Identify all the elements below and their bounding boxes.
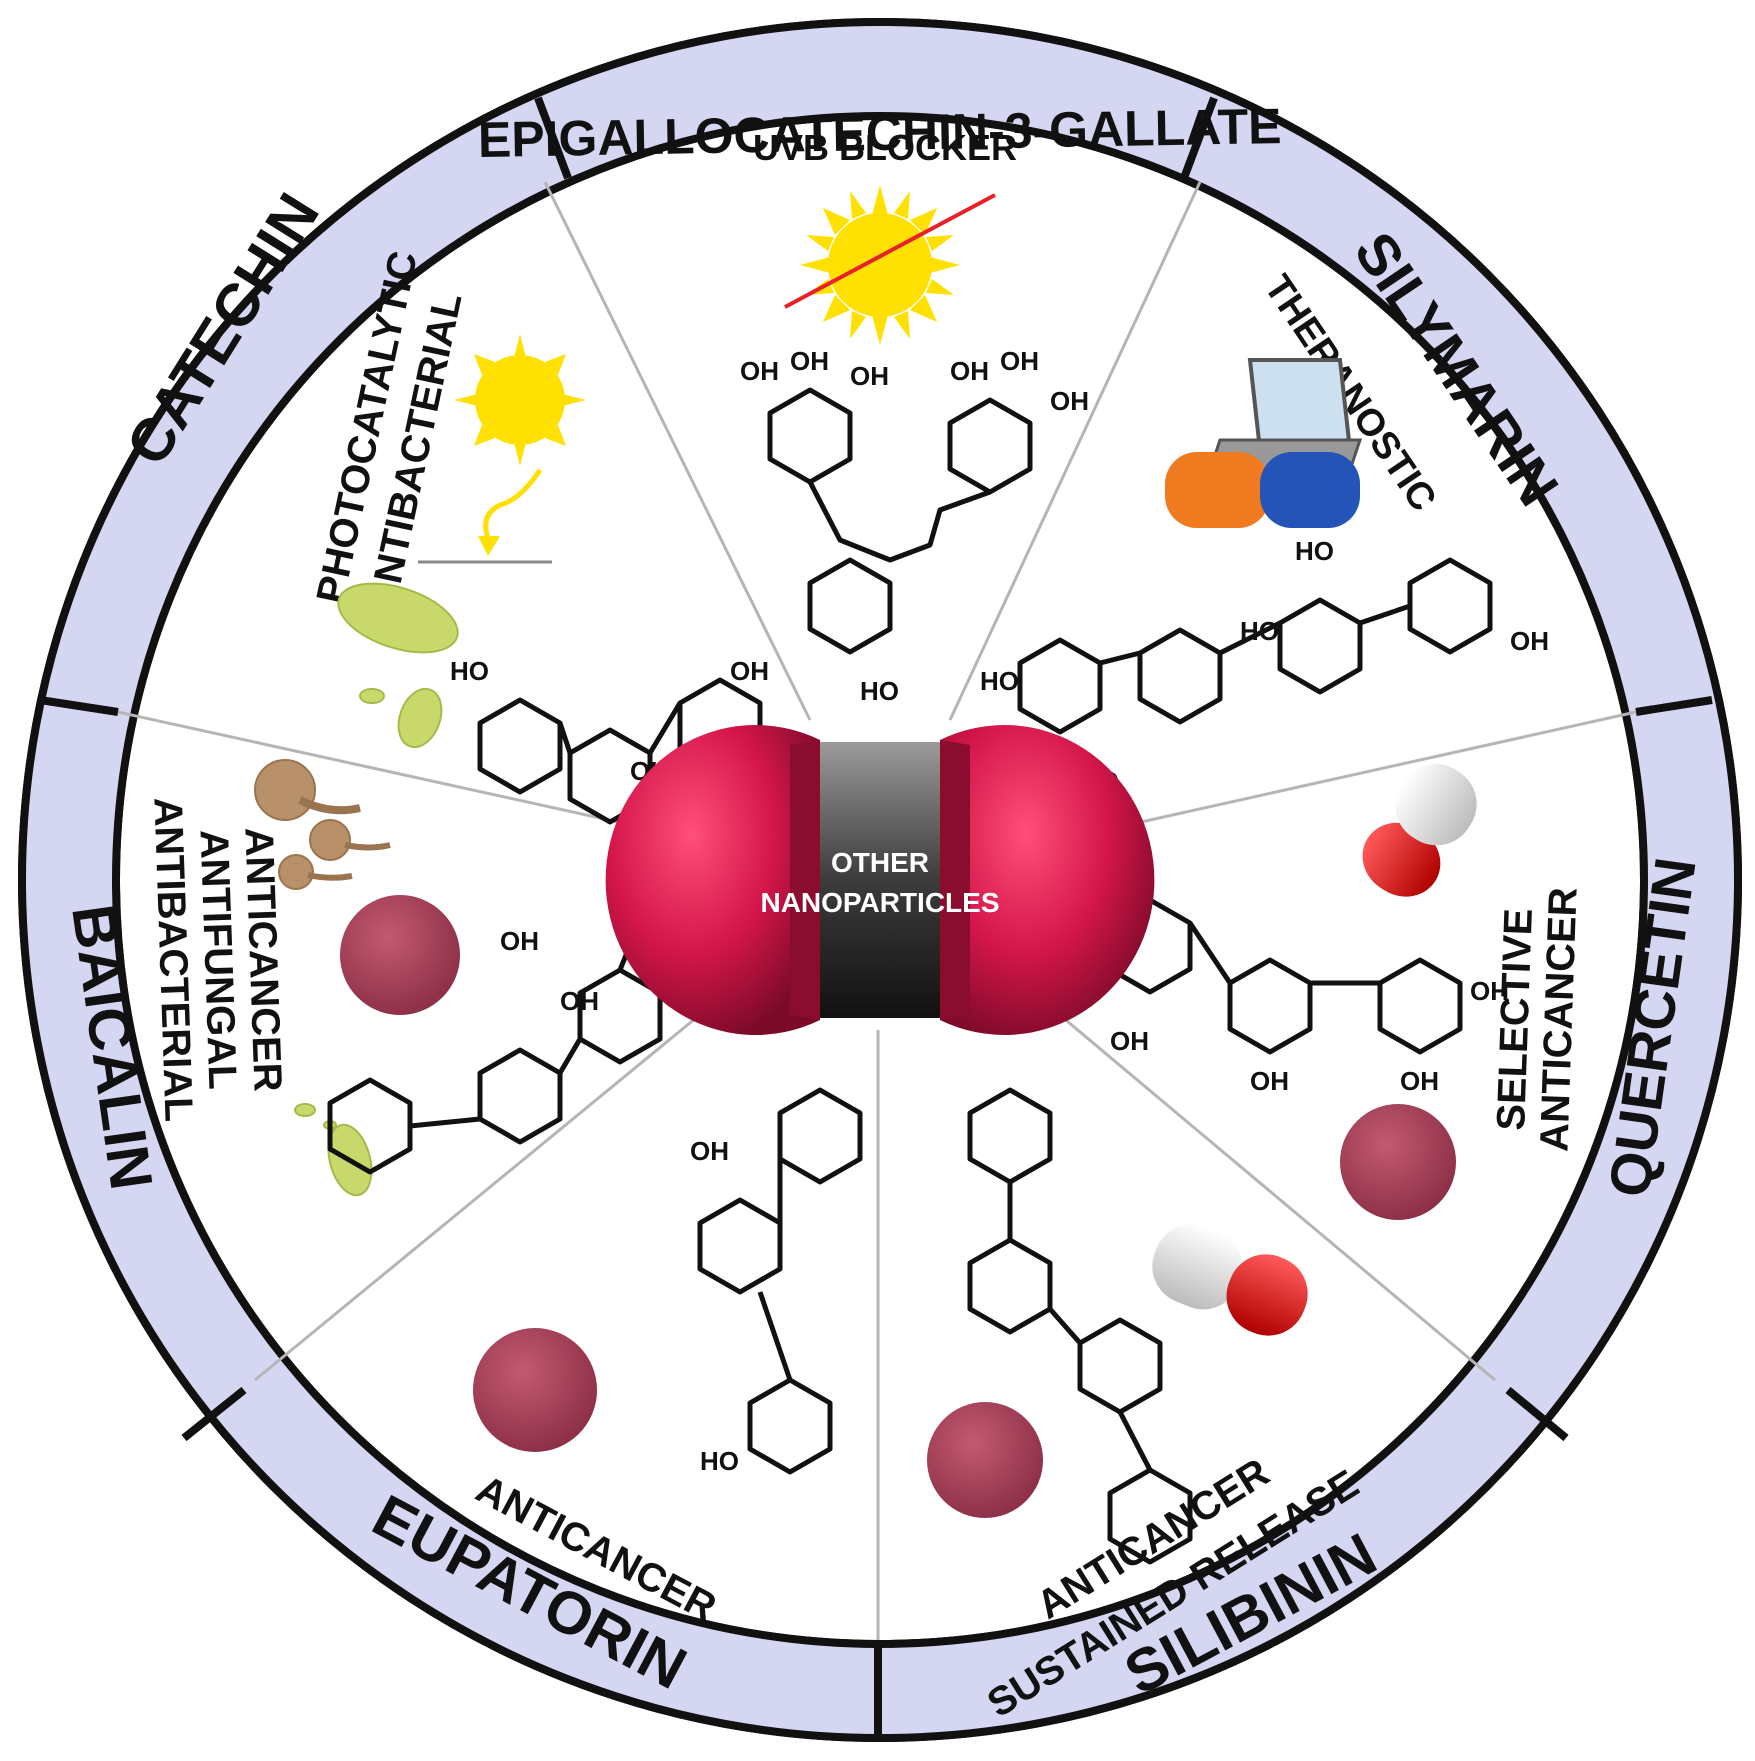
chem-label: OH <box>1510 626 1549 656</box>
application-quercetin-1: SELECTIVE <box>1489 908 1541 1132</box>
chem-labels: OH OH OH OH OH OH HO HO OH HO HO HO OH O… <box>450 346 1549 1476</box>
fungus-icon <box>254 759 391 890</box>
center-label-line2: NANOPARTICLES <box>760 887 999 918</box>
chem-label: OH <box>850 361 889 391</box>
chem-label: OH <box>1250 1066 1289 1096</box>
application-quercetin-2: ANTICANCER <box>1532 887 1585 1153</box>
chem-label: OH <box>1050 386 1089 416</box>
chem-label: OH <box>1400 1066 1439 1096</box>
chem-label: OH <box>950 356 989 386</box>
chem-label: OH <box>740 356 779 386</box>
nanoparticle-icon: OTHER NANOPARTICLES <box>605 724 1155 1035</box>
chem-structures <box>327 387 1493 1565</box>
chem-label: HO <box>450 656 489 686</box>
chem-label: OH <box>1470 976 1509 1006</box>
uv-blocked-sun-icon <box>784 185 996 345</box>
chem-label: HO <box>700 1446 739 1476</box>
chem-label: OH <box>560 986 599 1016</box>
chem-label: HO <box>860 676 899 706</box>
chem-label: OH <box>790 346 829 376</box>
center-label-line1: OTHER <box>831 847 929 878</box>
chem-label: OH <box>500 926 539 956</box>
light-arrow <box>483 468 543 539</box>
chem-label: OH <box>730 656 769 686</box>
application-baicalin-2: ANTIFUNGAL <box>191 829 244 1090</box>
sun-icon <box>454 334 586 466</box>
tumor-cell-icon <box>340 895 1456 1518</box>
chem-label: HO <box>1240 616 1279 646</box>
theranostic-capsule-icon <box>1165 452 1360 528</box>
light-arrowhead <box>478 536 500 556</box>
application-egcg: UVB BLOCKER <box>753 127 1017 168</box>
chem-label: HO <box>1295 536 1334 566</box>
ring-separators <box>39 96 1713 1736</box>
chem-label: HO <box>980 666 1019 696</box>
chem-label: OH <box>690 1136 729 1166</box>
chem-label: OH <box>1110 1026 1149 1056</box>
capsule-icon <box>1152 763 1477 1336</box>
chem-label: OH <box>1000 346 1039 376</box>
